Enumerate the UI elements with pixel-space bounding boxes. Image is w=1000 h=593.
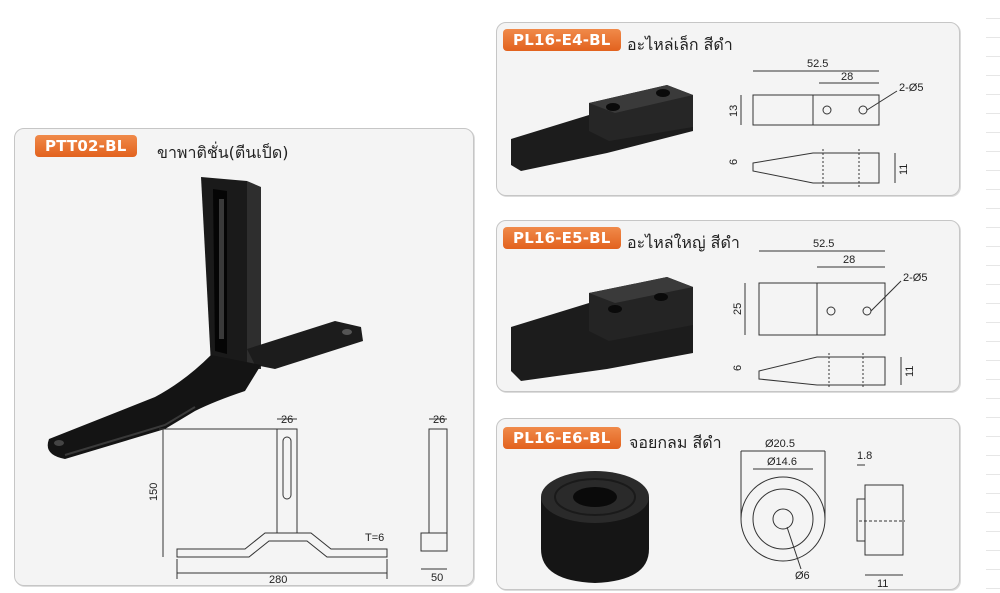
product-panel-e5: PL16-E5-BL อะไหล่ใหญ่ สีดำ 52.5 28 2-Ø5 … [496,220,960,392]
dim-top: 11 [904,366,916,377]
dim-length: 52.5 [813,238,834,250]
dim-hole-dia: Ø6 [795,570,810,582]
dim-thickness: T=6 [365,532,384,544]
dim-mid-dia: Ø14.6 [767,456,797,468]
dim-hole-span: 28 [841,71,853,83]
product-code-badge: PL16-E4-BL [503,29,621,51]
dim-width: 26 [281,414,293,426]
product-name: จอยกลม สีดำ [629,433,722,452]
dim-height: 13 [728,105,740,117]
product-code-badge: PL16-E5-BL [503,227,621,249]
dim-flange: 1.8 [857,450,872,462]
dim-height: 25 [732,303,744,315]
drawing-e4: 52.5 28 2-Ø5 13 6 11 [728,58,923,189]
dim-outer-dia: Ø20.5 [765,438,795,450]
dim-holes: 2-Ø5 [903,272,927,284]
product-name: ขาพาติชั่น(ตีนเป็ด) [157,143,289,162]
product-photo-leg [47,177,363,459]
product-photo-e6 [541,471,649,583]
dim-holes: 2-Ø5 [899,82,923,94]
dim-length: 280 [269,574,287,586]
dim-length: 52.5 [807,58,828,70]
product-code-badge: PL16-E6-BL [503,427,621,449]
dim-base: 6 [728,159,740,165]
dim-hole-span: 28 [843,254,855,266]
product-panel-e6: PL16-E6-BL จอยกลม สีดำ Ø20.5 Ø14.6 Ø6 1.… [496,418,960,590]
drawing-e6: Ø20.5 Ø14.6 Ø6 1.8 11 [740,438,905,590]
dim-depth: 50 [431,572,443,584]
product-photo-e4 [511,85,693,171]
scan-edge [986,0,1000,593]
product-panel-ptt02: PTT02-BL ขาพาติชั่น(ตีนเป็ด) [14,128,474,586]
drawing-e5: 52.5 28 2-Ø5 25 6 11 [732,238,927,389]
dim-base: 6 [732,365,744,371]
dim-thickness: 11 [877,578,888,590]
product-photo-e5 [511,277,693,381]
dim-height: 150 [148,483,160,501]
dim-side-width: 26 [433,414,445,426]
product-panel-e4: PL16-E4-BL อะไหล่เล็ก สีดำ 52.5 28 2-Ø5 … [496,22,960,196]
product-name: อะไหล่เล็ก สีดำ [627,35,733,54]
dim-top: 11 [898,164,910,175]
product-code-badge: PTT02-BL [35,135,137,157]
product-name: อะไหล่ใหญ่ สีดำ [627,233,740,252]
drawing-leg: 26 150 280 T=6 26 50 [148,414,448,586]
